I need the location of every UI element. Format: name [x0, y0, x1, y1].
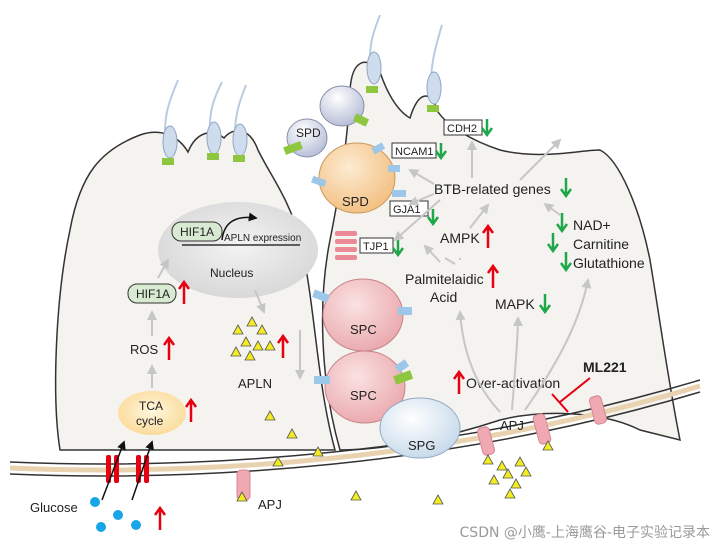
svg-text:NCAM1: NCAM1	[395, 146, 434, 158]
glucose-import-arrows	[101, 440, 154, 501]
apln-triangle	[244, 350, 256, 361]
spd-small-cell: SPD	[283, 118, 328, 158]
spc-top-cell: SPC	[312, 278, 412, 352]
apj-receptors-right	[476, 395, 608, 456]
apln-triangle	[350, 490, 362, 501]
ml221-inhibition	[551, 377, 591, 413]
apln-triangle	[514, 456, 526, 467]
glutathione-down-arrow	[559, 252, 573, 273]
over-activation-up-arrow	[452, 369, 466, 394]
ncam1-down-arrow	[434, 143, 448, 161]
apln-label: APLN	[238, 376, 272, 391]
hif1a-nucleus-label: HIF1A	[180, 225, 214, 239]
nucleus-label: Nucleus	[210, 266, 253, 280]
spc-top-label: SPC	[350, 322, 377, 337]
apln-triangle	[272, 456, 284, 467]
apln-triangle	[520, 466, 532, 477]
svg-text:GJA1: GJA1	[393, 204, 421, 216]
tjp1-down-arrow	[391, 240, 405, 258]
nad-down-arrow	[555, 213, 569, 234]
apln-triangle	[542, 440, 554, 451]
ros-up-arrow	[162, 335, 176, 360]
apln-triangle	[488, 474, 500, 485]
over-activation-label: Over-activation	[466, 375, 560, 391]
tca-cycle: TCA cycle	[118, 391, 198, 435]
pathway-arrows-left	[147, 258, 305, 388]
apln-triangle	[510, 478, 522, 489]
apln-triangle	[246, 316, 258, 327]
apln-triangle	[496, 460, 508, 471]
ml221-label: ML221	[583, 359, 627, 375]
hif1a-up-arrow	[177, 279, 191, 304]
mapk-label: MAPK	[495, 296, 535, 312]
ampk-up-arrow	[481, 223, 495, 248]
ncam1-box: NCAM1	[391, 142, 448, 161]
spd-mid-label: SPD	[342, 194, 369, 209]
carnitine-label: Carnitine	[573, 236, 629, 252]
watermark: CSDN @小鹰-上海鹰谷-电子实验记录本	[459, 525, 710, 541]
spg-label: SPG	[408, 438, 435, 453]
apj-right-label: APJ	[500, 418, 524, 433]
apln-triangle	[504, 488, 516, 499]
btb-genes-label: BTB-related genes	[434, 181, 551, 197]
nucleus: Nucleus HIF1A APLN expression	[158, 202, 318, 298]
hif1a-cyto: HIF1A	[127, 279, 191, 304]
apln-triangle	[264, 340, 276, 351]
apln-triangle	[286, 428, 298, 439]
spd-top-cell	[319, 85, 370, 127]
tjp1-box: TJP1	[359, 237, 405, 258]
apln-triangle	[230, 346, 242, 357]
sperm-heads-right	[366, 14, 443, 112]
ampk-label: AMPK	[440, 230, 480, 246]
palmitelaidic-label-2: Acid	[430, 289, 457, 305]
carnitine-down-arrow	[546, 233, 560, 254]
gja1-down-arrow	[426, 209, 440, 227]
palmitelaidic-up-arrow	[486, 263, 500, 288]
svg-text:CDH2: CDH2	[447, 123, 477, 135]
apln-triangle	[240, 336, 252, 347]
ros-label: ROS	[130, 342, 159, 357]
apln-triangle	[432, 494, 444, 505]
svg-text:TCA: TCA	[139, 399, 163, 413]
apln-triangle	[256, 324, 268, 335]
spd-mid-cell: SPD	[311, 142, 406, 214]
spd-top-label: SPD	[296, 126, 321, 140]
svg-text:TJP1: TJP1	[363, 241, 389, 253]
tight-junction	[335, 231, 357, 260]
apln-triangle	[252, 340, 264, 351]
apln-triangle	[236, 491, 248, 502]
btb-down-arrow	[559, 178, 573, 199]
spc-bottom-cell: SPC	[314, 350, 414, 424]
glucose-up-arrow	[153, 505, 167, 530]
tca-up-arrow	[184, 397, 198, 422]
apln-peptides	[230, 316, 554, 505]
apln-expression-label: APLN expression	[224, 233, 301, 244]
glutathione-label: Glutathione	[573, 255, 645, 271]
apln-triangle	[312, 446, 324, 457]
svg-text:HIF1A: HIF1A	[136, 287, 170, 301]
apln-triangle	[264, 410, 276, 421]
apln-up-arrow	[276, 333, 290, 358]
apln-triangle	[482, 454, 494, 465]
cdh2-down-arrow	[480, 119, 494, 138]
spg-cell: SPG	[379, 397, 461, 459]
cdh2-box: CDH2	[443, 119, 494, 138]
mapk-down-arrow	[538, 294, 552, 315]
palmitelaidic-label-1: Palmitelaidic	[405, 271, 484, 287]
glucose-label: Glucose	[30, 500, 78, 515]
nad-label: NAD+	[573, 217, 611, 233]
apln-triangle	[232, 324, 244, 335]
glucose-dots	[90, 497, 141, 532]
apln-triangle	[502, 468, 514, 479]
sperm-heads-left	[162, 79, 248, 165]
pathway-arrows-right	[393, 138, 592, 413]
spc-bottom-label: SPC	[350, 388, 377, 403]
svg-text:cycle: cycle	[136, 414, 164, 428]
apj-bottom-label: APJ	[258, 497, 282, 512]
